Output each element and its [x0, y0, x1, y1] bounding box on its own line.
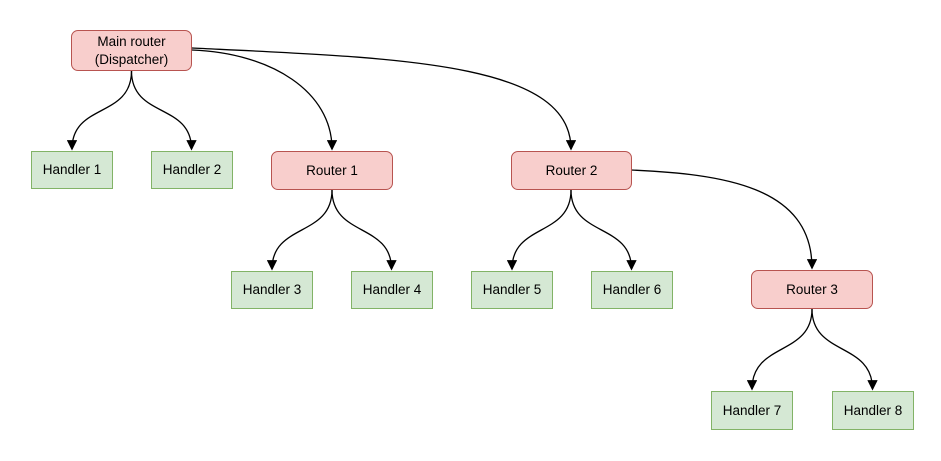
node-router-1: Router 1	[271, 151, 393, 190]
edge-main-router-to-handler-1	[66, 70, 133, 151]
node-main-router-label: Main router (Dispatcher)	[94, 33, 169, 67]
node-router-1-label: Router 1	[306, 162, 358, 178]
edge-router-2-to-handler-5	[506, 189, 572, 271]
node-handler-4: Handler 4	[351, 271, 433, 309]
node-handler-4-label: Handler 4	[362, 282, 422, 298]
node-handler-1-label: Handler 1	[42, 162, 102, 178]
edge-main-router-to-router-2	[191, 47, 577, 151]
node-handler-6: Handler 6	[591, 271, 673, 309]
edge-router-1-to-handler-4	[331, 189, 397, 271]
edge-router-2-to-handler-6	[570, 189, 637, 271]
node-handler-8: Handler 8	[832, 391, 914, 430]
node-router-2-label: Router 2	[545, 162, 598, 178]
edge-router-1-to-handler-3	[266, 189, 333, 271]
node-handler-1: Handler 1	[31, 151, 113, 189]
edge-router-3-to-handler-8	[811, 308, 878, 391]
edge-router-2-to-router-3	[630, 169, 818, 270]
node-handler-5-label: Handler 5	[482, 282, 542, 298]
node-handler-3: Handler 3	[231, 271, 313, 309]
node-handler-3-label: Handler 3	[242, 282, 302, 298]
node-router-3-label: Router 3	[786, 281, 838, 297]
node-handler-5: Handler 5	[471, 271, 553, 309]
node-main-router: Main router (Dispatcher)	[71, 30, 192, 71]
edge-router-3-to-handler-7	[746, 308, 813, 391]
node-handler-7-label: Handler 7	[722, 402, 782, 418]
node-handler-2: Handler 2	[151, 151, 233, 189]
edge-main-router-to-handler-2	[130, 70, 197, 151]
node-handler-7: Handler 7	[711, 391, 793, 430]
node-router-2: Router 2	[511, 151, 632, 190]
node-handler-6-label: Handler 6	[602, 282, 662, 298]
node-handler-8-label: Handler 8	[843, 402, 903, 418]
node-handler-2-label: Handler 2	[162, 162, 222, 178]
edge-main-router-to-router-1	[191, 49, 338, 151]
node-router-3: Router 3	[751, 270, 873, 309]
